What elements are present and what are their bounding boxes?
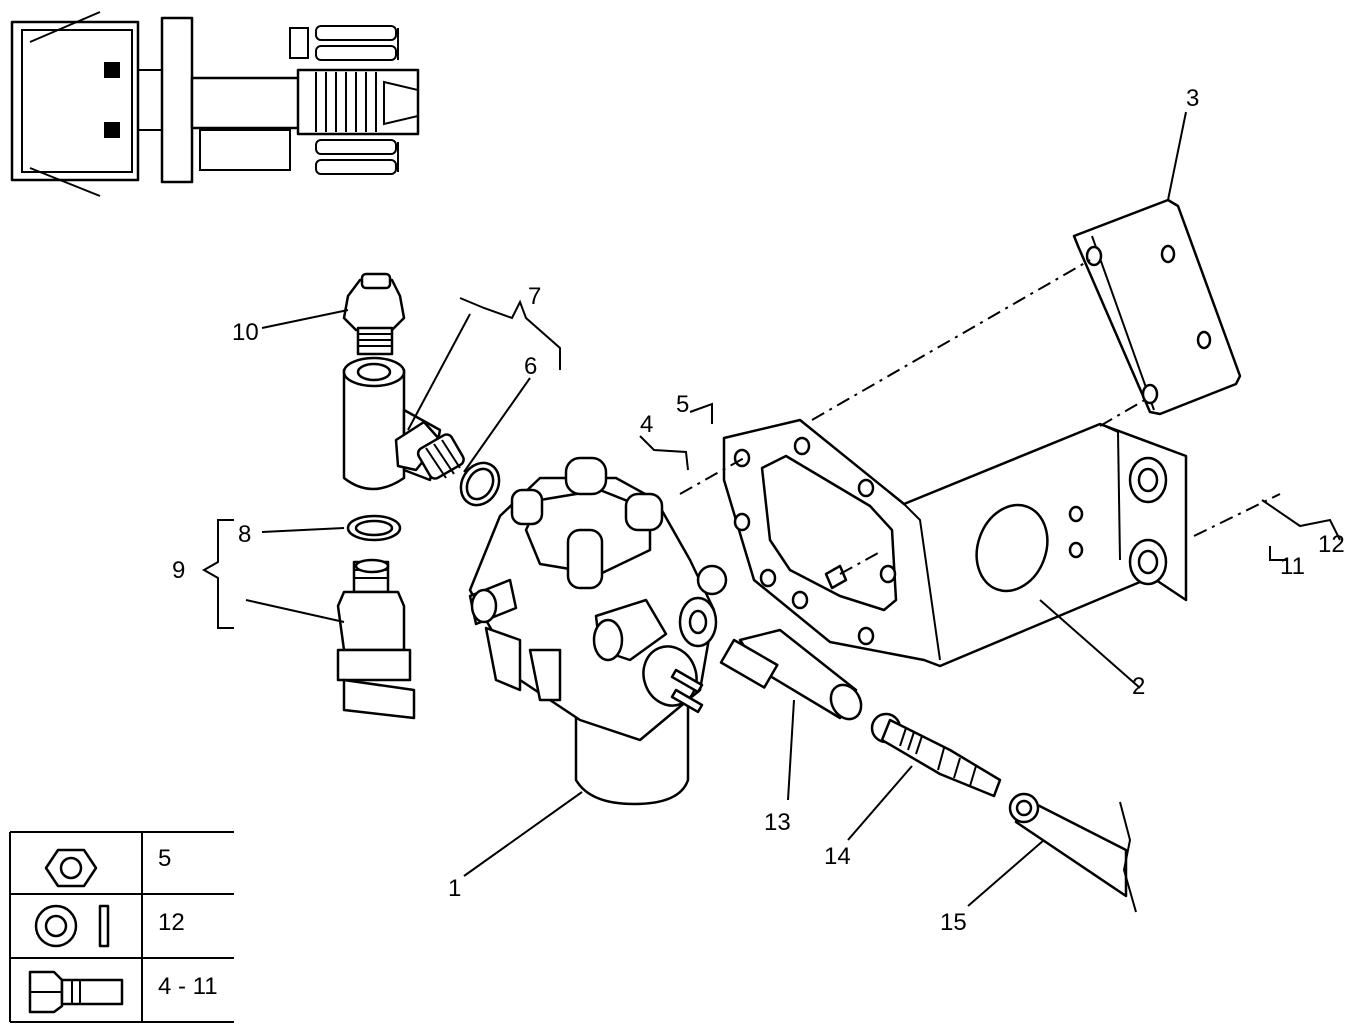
bolt-icon (28, 970, 124, 1014)
hex-nut-icon (44, 848, 98, 888)
leader-lines (201, 111, 1341, 907)
part-7-tee-fitting (342, 356, 465, 491)
part-14-fitting (870, 712, 1002, 798)
legend-label-washer: 12 (158, 909, 185, 936)
machine-overview-icon (10, 11, 420, 197)
callout-11: 11 (1280, 553, 1305, 580)
legend-label-nut: 5 (158, 845, 171, 872)
part-15-hose (1008, 792, 1137, 913)
part-2-bracket (722, 418, 1188, 668)
callout-10: 10 (232, 319, 259, 346)
callout-8: 8 (238, 521, 251, 548)
part-1-valve (468, 456, 728, 806)
legend-label-bolt: 4 - 11 (158, 973, 218, 1000)
callout-4: 4 (640, 411, 653, 438)
part-10-fitting (342, 272, 406, 356)
washer-icon (34, 904, 110, 948)
callout-15: 15 (940, 909, 967, 936)
callout-13: 13 (764, 809, 791, 836)
callout-5: 5 (676, 391, 689, 418)
hardware-legend: 5 12 4 - 11 (9, 831, 234, 1023)
part-9-connector (336, 558, 416, 720)
callout-7: 7 (528, 283, 541, 310)
callout-14: 14 (824, 843, 851, 870)
callout-1: 1 (448, 875, 461, 902)
callout-9: 9 (172, 557, 185, 584)
part-13-fitting (719, 628, 863, 721)
callout-6: 6 (524, 353, 537, 380)
part-3-bracket (1072, 198, 1242, 416)
callout-12: 12 (1318, 531, 1345, 558)
callout-3: 3 (1186, 85, 1199, 112)
callout-2: 2 (1132, 673, 1145, 700)
